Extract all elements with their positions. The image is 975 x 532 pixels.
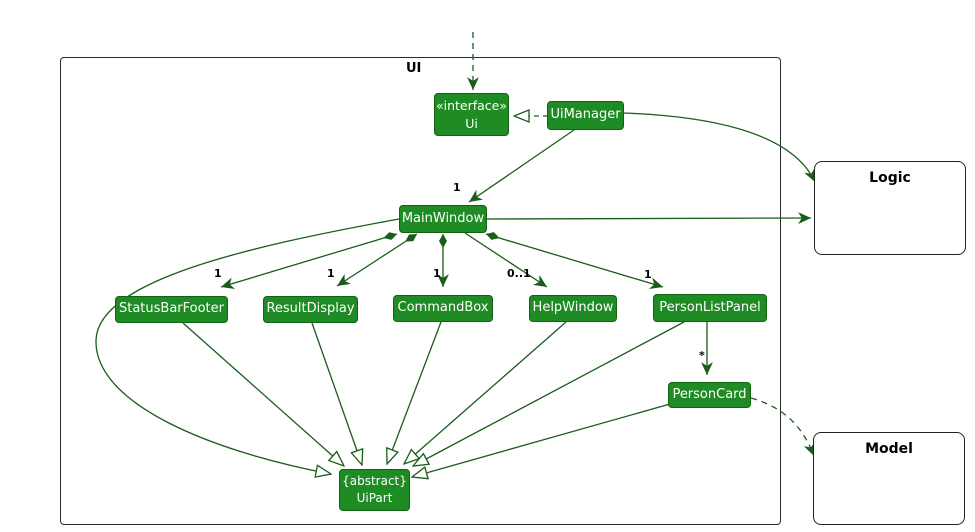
ui-interface-name: Ui: [465, 115, 478, 131]
edge-personcard-model: [750, 397, 815, 457]
statusbarfooter-name: StatusBarFooter: [118, 301, 224, 317]
edge-personcard-extends-uipart: [412, 403, 671, 477]
edge-mainwindow-extends-uipart: [95, 218, 400, 474]
edge-mainwindow-statusbarfooter: [220, 232, 398, 289]
multiplicity-helpwindow: 0..1: [507, 267, 531, 280]
multiplicity-commandbox: 1: [433, 267, 441, 280]
multiplicity-statusbarfooter: 1: [214, 267, 222, 280]
edge-mainwindow-resultdisplay: [336, 233, 418, 287]
multiplicity-resultdisplay: 1: [327, 267, 335, 280]
edge-helpwindow-extends-uipart: [404, 321, 567, 464]
personcard-name: PersonCard: [672, 386, 747, 402]
multiplicity-personcard: *: [699, 349, 705, 362]
class-helpwindow: HelpWindow: [529, 295, 617, 322]
ui-interface-stereotype: «interface»: [435, 98, 508, 113]
edge-mainwindow-helpwindow: [464, 232, 548, 288]
component-logic: Logic: [814, 161, 966, 255]
edge-resultdisplay-extends-uipart: [311, 322, 362, 465]
multiplicity-uimanager-mainwindow: 1: [453, 181, 461, 194]
multiplicity-personlistpanel: 1: [644, 268, 652, 281]
class-personlistpanel: PersonListPanel: [653, 294, 767, 322]
class-resultdisplay: ResultDisplay: [263, 296, 358, 323]
edge-mainwindow-logic: [485, 212, 812, 224]
commandbox-name: CommandBox: [397, 300, 489, 316]
ui-package-label: UI: [406, 61, 422, 76]
class-personcard: PersonCard: [668, 382, 751, 408]
class-uimanager: UiManager: [547, 101, 624, 130]
class-uipart: {abstract} UiPart: [339, 469, 410, 511]
component-model: Model: [813, 432, 965, 525]
class-ui-interface: «interface» Ui: [434, 93, 509, 136]
class-commandbox: CommandBox: [393, 295, 493, 322]
logic-label: Logic: [869, 170, 911, 186]
edge-uimanager-logic: [622, 112, 816, 183]
helpwindow-name: HelpWindow: [532, 300, 614, 316]
class-mainwindow: MainWindow: [399, 205, 487, 233]
uimanager-name: UiManager: [550, 107, 621, 123]
personlistpanel-name: PersonListPanel: [659, 299, 761, 315]
edge-commandbox-extends-uipart: [387, 321, 442, 464]
ui-package-frame: [60, 57, 781, 525]
edge-mainwindow-personlistpanel: [485, 232, 664, 289]
uipart-modifier: {abstract}: [342, 474, 407, 489]
edge-uimanager-mainwindow: [468, 129, 575, 203]
mainwindow-name: MainWindow: [401, 210, 485, 226]
resultdisplay-name: ResultDisplay: [266, 301, 355, 317]
class-statusbarfooter: StatusBarFooter: [115, 296, 228, 323]
edge-personlistpanel-extends-uipart: [413, 321, 685, 466]
uipart-name: UiPart: [356, 491, 393, 505]
model-label: Model: [865, 441, 913, 457]
edge-statusbarfooter-extends-uipart: [182, 322, 344, 466]
